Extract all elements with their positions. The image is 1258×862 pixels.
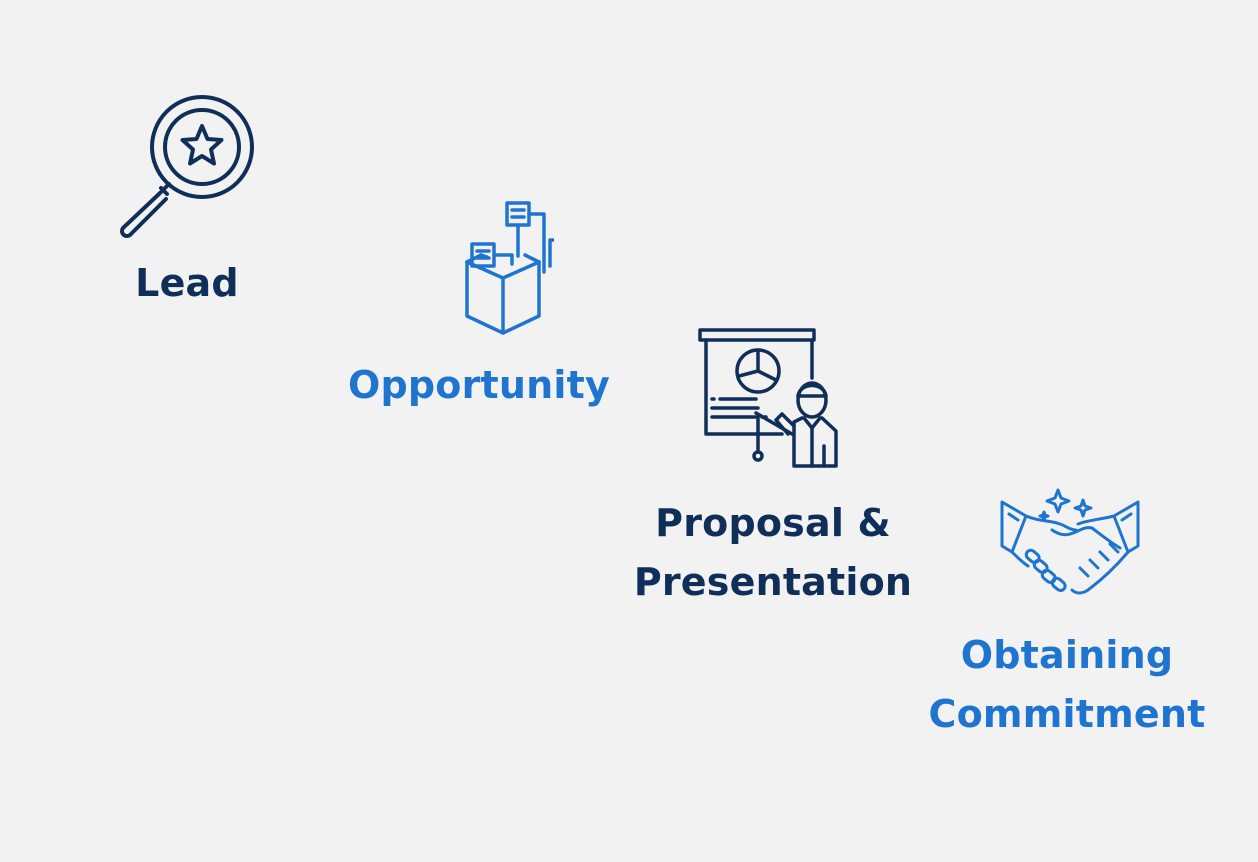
step-opportunity: Opportunity bbox=[344, 198, 614, 415]
handshake-icon bbox=[1000, 488, 1140, 595]
presenter-board-icon bbox=[698, 328, 838, 468]
step-lead: Lead bbox=[112, 92, 262, 313]
label-line: Obtaining bbox=[960, 633, 1174, 677]
step-label-opportunity: Opportunity bbox=[348, 363, 610, 407]
step-label-lead: Lead bbox=[135, 261, 239, 305]
step-obtaining-commitment: Obtaining Commitment bbox=[926, 486, 1208, 744]
label-line: Commitment bbox=[928, 692, 1206, 736]
step-label-obtaining-commitment: Obtaining Commitment bbox=[929, 626, 1206, 744]
step-proposal-presentation: Proposal & Presentation bbox=[628, 326, 918, 612]
step-label-proposal-presentation: Proposal & Presentation bbox=[634, 494, 912, 612]
label-line: Proposal & bbox=[655, 501, 891, 545]
box-network-icon bbox=[465, 201, 554, 335]
label-line: Presentation bbox=[633, 560, 913, 604]
magnifier-star-icon bbox=[120, 95, 254, 238]
